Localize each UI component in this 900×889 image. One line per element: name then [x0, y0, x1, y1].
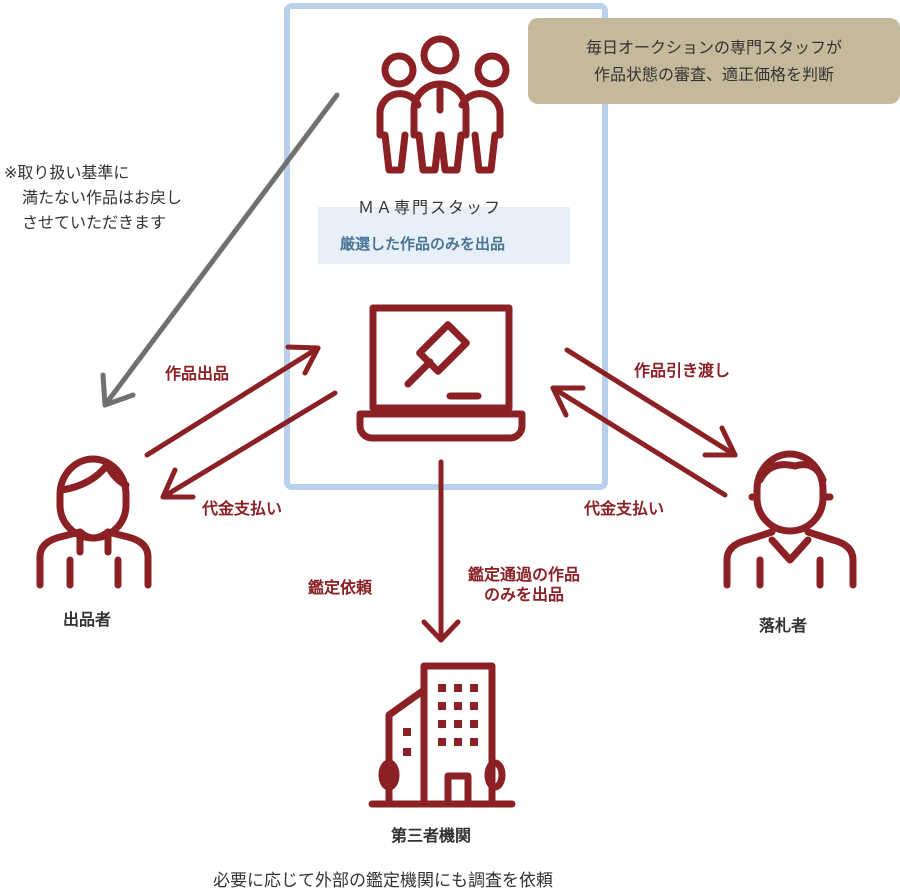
- note-line: 作品状態の審査、適正価格を判断: [593, 65, 834, 84]
- payment-left-label: 代金支払い: [202, 499, 283, 518]
- ma-staff-frame: [284, 3, 608, 490]
- appraisal-request-label: 鑑定依頼: [308, 578, 373, 597]
- third-party-label: 第三者機関: [391, 826, 472, 845]
- appraisal-arrow: [421, 459, 461, 643]
- listing-label: 作品出品: [165, 364, 230, 383]
- building-windows: [403, 684, 478, 756]
- selection-box: [318, 207, 570, 264]
- appraisal-pass-line: 鑑定通過の作品: [468, 565, 581, 584]
- seller-label: 出品者: [63, 610, 112, 629]
- return-note-line: 満たない作品はお戻し: [22, 188, 183, 207]
- return-note-line: させていただきます: [22, 213, 167, 232]
- buyer-icon: [723, 450, 857, 589]
- delivery-arrow: [564, 347, 738, 458]
- seller-icon: [36, 455, 152, 589]
- third-party-caption: 必要に応じて外部の鑑定機関にも調査を依頼: [213, 871, 553, 889]
- return-note: ※取り扱い基準に 満たない作品はお戻し させていただきます: [4, 160, 182, 235]
- payment-right-label: 代金支払い: [584, 499, 665, 518]
- return-arrow: [100, 92, 340, 408]
- building-icon: [368, 662, 516, 808]
- buyer-label: 落札者: [759, 616, 808, 635]
- staff-subtitle: 厳選した作品のみを出品: [340, 235, 506, 253]
- payment-right-arrow: [550, 385, 728, 498]
- delivery-label: 作品引き渡し: [634, 361, 731, 380]
- staff-note: 毎日オークションの専門スタッフが作品状態の審査、適正価格を判断: [528, 18, 900, 104]
- return-note-line: ※取り扱い基準に: [4, 163, 130, 182]
- staff-group-icon: [376, 35, 510, 174]
- appraisal-pass-label: 鑑定通過の作品 のみを出品: [468, 565, 580, 605]
- laptop-auction-icon: [356, 304, 526, 442]
- payment-left-arrow: [160, 390, 338, 500]
- listing-arrow: [144, 344, 321, 458]
- staff-title: ＭＡ専門スタッフ: [358, 198, 503, 217]
- appraisal-pass-line: のみを出品: [484, 585, 565, 604]
- note-line: 毎日オークションの専門スタッフが: [585, 38, 842, 57]
